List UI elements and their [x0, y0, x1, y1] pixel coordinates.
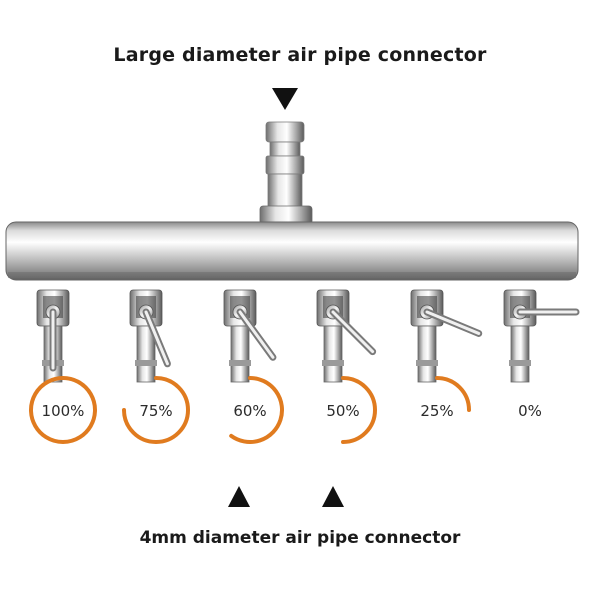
- flow-arc: [29, 376, 97, 444]
- valve-handle-highlight: [425, 310, 481, 335]
- down-triangle-icon: [272, 88, 298, 110]
- valves-group: [36, 289, 580, 383]
- valve-handle-highlight: [144, 310, 169, 366]
- valve: [223, 289, 277, 383]
- large-connector: [259, 121, 313, 225]
- valve: [129, 289, 171, 383]
- flow-indicators: [29, 376, 471, 444]
- manifold-bar: [5, 221, 579, 281]
- percent-label: 50%: [326, 402, 360, 420]
- flow-arc: [122, 376, 190, 444]
- flow-arc: [341, 376, 377, 444]
- valve-handle-highlight: [238, 310, 275, 359]
- up-triangle-icon: [228, 486, 250, 507]
- percent-label: 25%: [420, 402, 454, 420]
- valve: [503, 289, 580, 383]
- percent-label: 0%: [518, 402, 542, 420]
- valve-handle-highlight: [331, 310, 375, 354]
- bottom-connector-label: 4mm diameter air pipe connector: [139, 528, 461, 548]
- up-triangle-icon: [322, 486, 344, 507]
- percent-label: 100%: [41, 402, 85, 420]
- percent-label: 75%: [139, 402, 173, 420]
- valve: [410, 289, 483, 383]
- flow-arc: [435, 376, 471, 412]
- percent-label: 60%: [233, 402, 267, 420]
- valve: [36, 289, 70, 383]
- valve: [316, 289, 377, 383]
- flow-arc: [229, 376, 284, 444]
- top-connector-label: Large diameter air pipe connector: [113, 44, 487, 66]
